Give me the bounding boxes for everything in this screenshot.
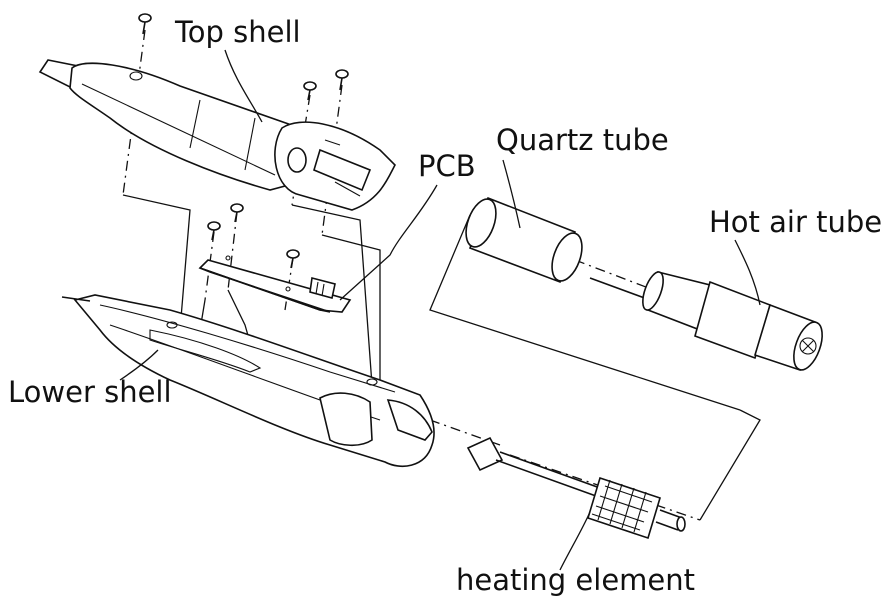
- heating-element-part: [466, 436, 686, 540]
- label-hot-air-tube: Hot air tube: [709, 205, 883, 239]
- pcb-part: [198, 255, 352, 313]
- top-shell-part: [38, 59, 396, 211]
- screw-shell-2: [335, 69, 349, 91]
- label-pcb: PCB: [418, 149, 476, 183]
- label-lower-shell: Lower shell: [8, 375, 172, 409]
- screw-shell-1: [303, 81, 317, 101]
- screw-pcb-3: [286, 249, 300, 269]
- screw-pcb-1: [230, 203, 244, 223]
- quartz-tube-part: [465, 196, 583, 284]
- label-quartz-tube: Quartz tube: [496, 123, 669, 157]
- hot-air-tube-part: [589, 271, 823, 372]
- leader-lines: [119, 49, 761, 571]
- screw-pcb-2: [207, 221, 221, 241]
- lower-shell-part: [61, 294, 435, 468]
- label-top-shell: Top shell: [175, 15, 301, 49]
- screw-top-shell: [138, 13, 152, 35]
- label-heating-element: heating element: [456, 563, 696, 597]
